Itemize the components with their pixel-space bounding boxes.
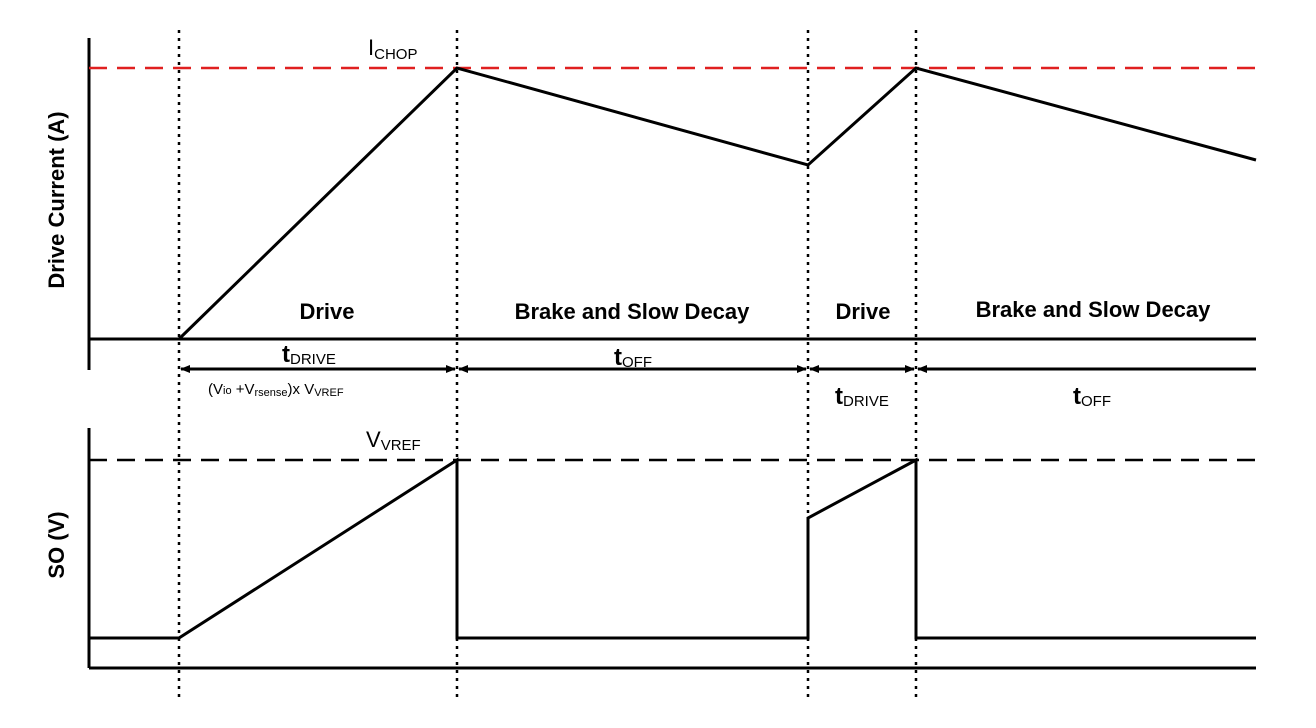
phase-label-drive: Drive	[835, 299, 890, 324]
t-off-label: tOFF	[614, 344, 652, 371]
phase-label-brake: Brake and Slow Decay	[515, 299, 751, 324]
t-drive-formula: (Vio +Vrsense)x VVREF	[208, 381, 344, 399]
t-off-label: tOFF	[1073, 383, 1111, 410]
drive-current-waveform	[177, 66, 1257, 341]
so-voltage-waveform	[89, 457, 1256, 640]
vvref-label: VVREF	[366, 427, 421, 454]
bottom-y-axis-label: SO (V)	[44, 511, 69, 578]
phase-label-drive: Drive	[299, 299, 354, 324]
phase-label-brake: Brake and Slow Decay	[976, 297, 1212, 322]
top-y-axis-label: Drive Current (A)	[44, 111, 69, 288]
t-drive-label: tDRIVE	[835, 383, 889, 410]
t-drive-label: tDRIVE	[282, 341, 336, 368]
ichop-label: ICHOP	[368, 35, 417, 63]
